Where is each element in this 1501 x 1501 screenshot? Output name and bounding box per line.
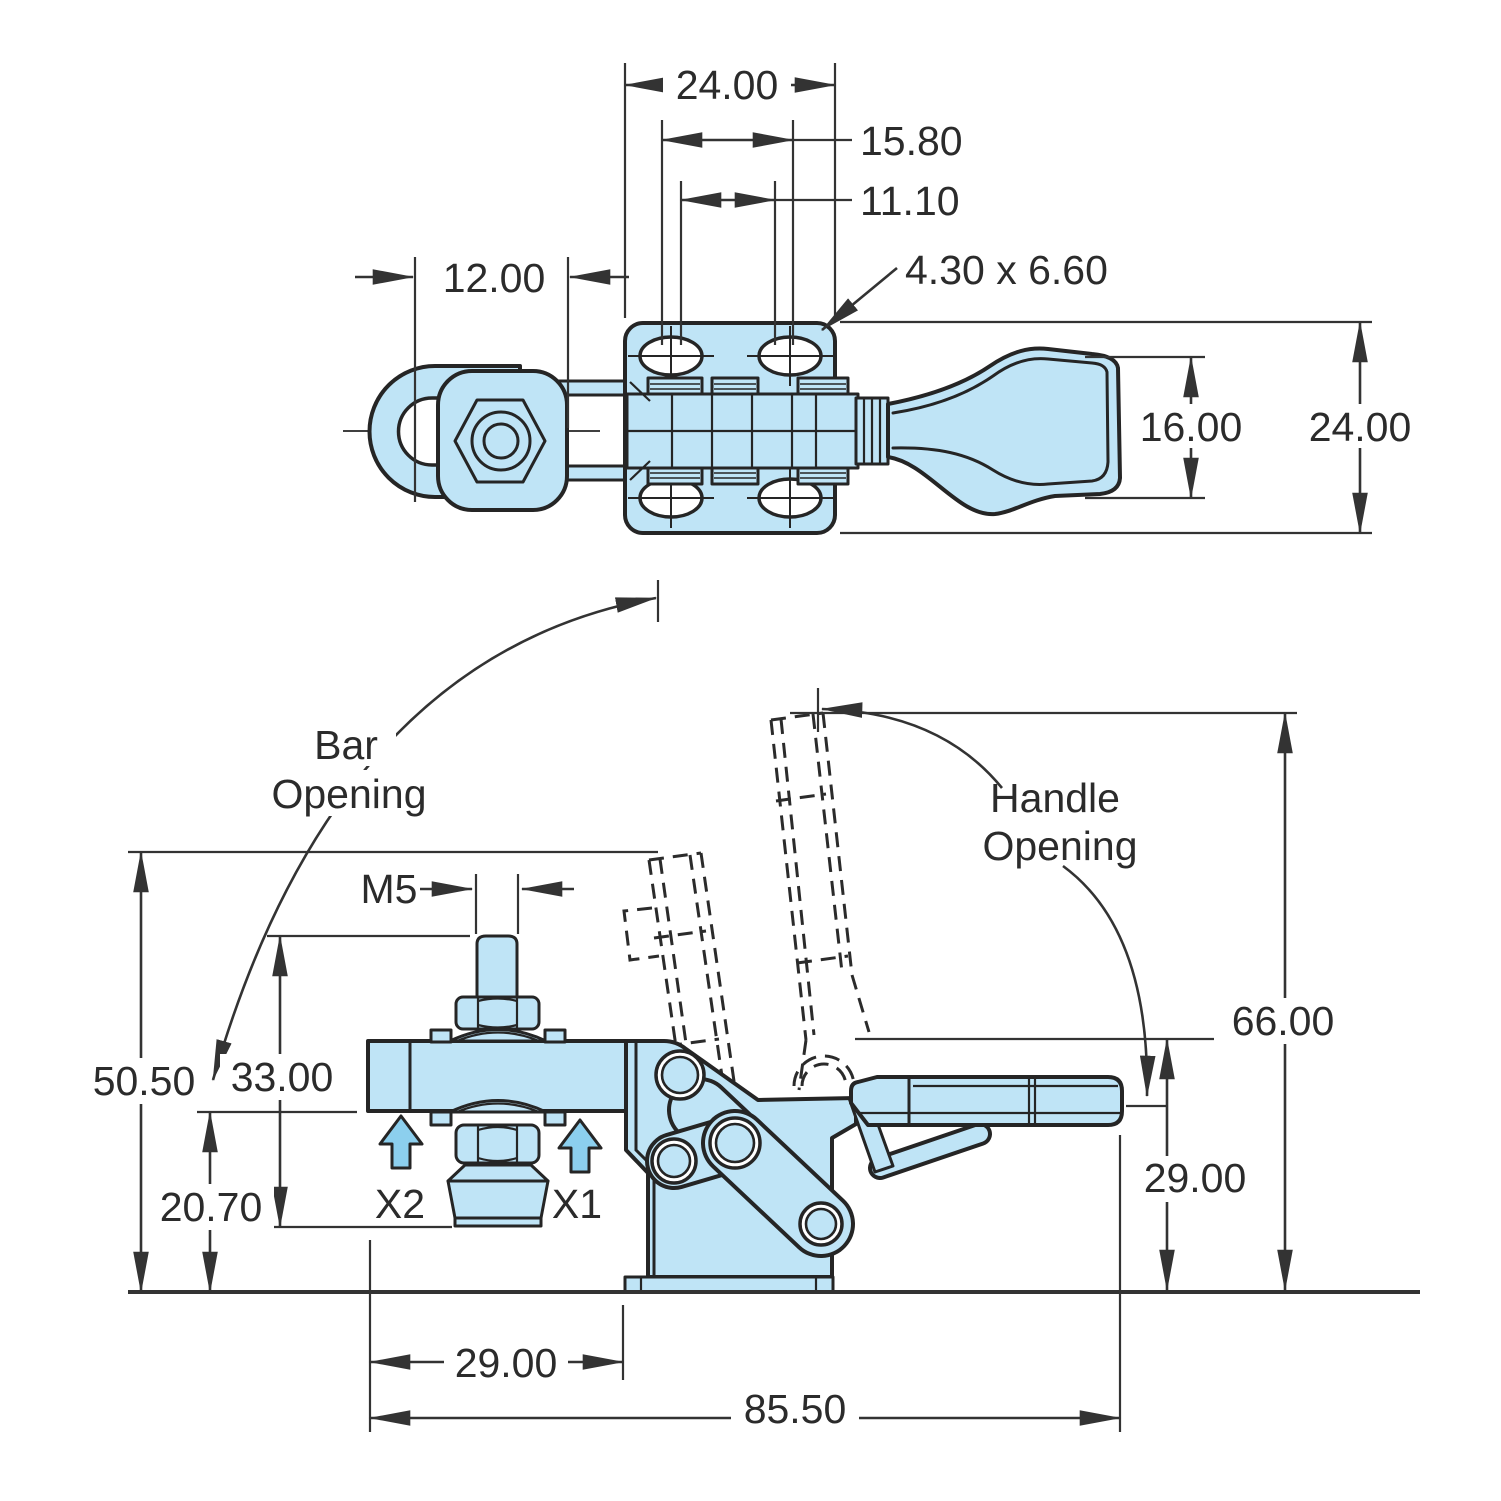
dim-spindle-height: 33.00	[231, 1054, 334, 1100]
label-handle-opening-1: Handle	[990, 775, 1120, 821]
dim-base-front-offset: 29.00	[455, 1340, 558, 1386]
foot-flange	[446, 1163, 550, 1183]
handle-top-view-inner	[891, 357, 1110, 486]
base-flange	[623, 1275, 835, 1294]
spindle-stud	[475, 934, 519, 1000]
pivot-pins	[650, 1049, 844, 1247]
handle-top-view	[886, 346, 1122, 517]
lower-saddle	[448, 1099, 548, 1114]
top-view: 24.00 15.80 11.10 4.30 x 6.60 12.00 16.0…	[343, 62, 1424, 535]
dim-clevis-length: 12.00	[443, 255, 546, 301]
label-x1: X1	[552, 1181, 602, 1227]
dim-bar-top-height: 29.00	[1144, 1155, 1247, 1201]
bellows-neck	[854, 396, 890, 466]
spring-pads	[646, 376, 850, 486]
foot-pad	[453, 1216, 543, 1228]
foot-body	[446, 1179, 550, 1220]
handle-side-view	[849, 1075, 1124, 1127]
force-arrows	[378, 1114, 603, 1174]
dim-bar-open-height: 50.50	[93, 1058, 196, 1104]
handle-opening-leader	[820, 702, 1004, 789]
dim-hole-span-outer: 15.80	[860, 118, 963, 164]
label-x2: X2	[375, 1181, 425, 1227]
side-view-dimensions: 50.50 33.00 20.70 M5 29.00 66.00 29.00 8…	[82, 711, 1346, 1432]
dim-bar-bottom-height: 20.70	[160, 1184, 263, 1230]
top-view-dimensions: 24.00 15.80 11.10 4.30 x 6.60 12.00 16.0…	[355, 62, 1424, 535]
label-bar-opening-1: Bar	[314, 722, 378, 768]
open-position-dashed	[622, 711, 871, 1103]
dim-handle-open-height: 66.00	[1232, 998, 1335, 1044]
dim-slot-size: 4.30 x 6.60	[905, 247, 1108, 293]
x2-arrow	[378, 1114, 424, 1170]
upper-nut	[454, 995, 541, 1031]
lower-nut	[454, 1123, 541, 1165]
mounting-slots	[628, 326, 833, 528]
side-view: 50.50 33.00 20.70 M5 29.00 66.00 29.00 8…	[82, 580, 1420, 1432]
bar-stack	[625, 376, 860, 486]
spindle-circle-outer	[470, 410, 532, 472]
dim-overall-length: 85.50	[744, 1386, 847, 1432]
x1-arrow	[557, 1118, 603, 1174]
dim-plate-width: 24.00	[676, 62, 779, 108]
label-handle-opening-2: Opening	[982, 823, 1137, 869]
handle-opening-arc	[1062, 864, 1156, 1098]
dim-hole-span-inner: 11.10	[860, 178, 960, 224]
dim-handle-width: 16.00	[1140, 404, 1243, 450]
dim-thread: M5	[361, 866, 418, 912]
dim-overall-width: 24.00	[1309, 404, 1412, 450]
label-bar-opening-2: Opening	[271, 771, 426, 817]
spindle-circle-inner	[482, 422, 520, 460]
